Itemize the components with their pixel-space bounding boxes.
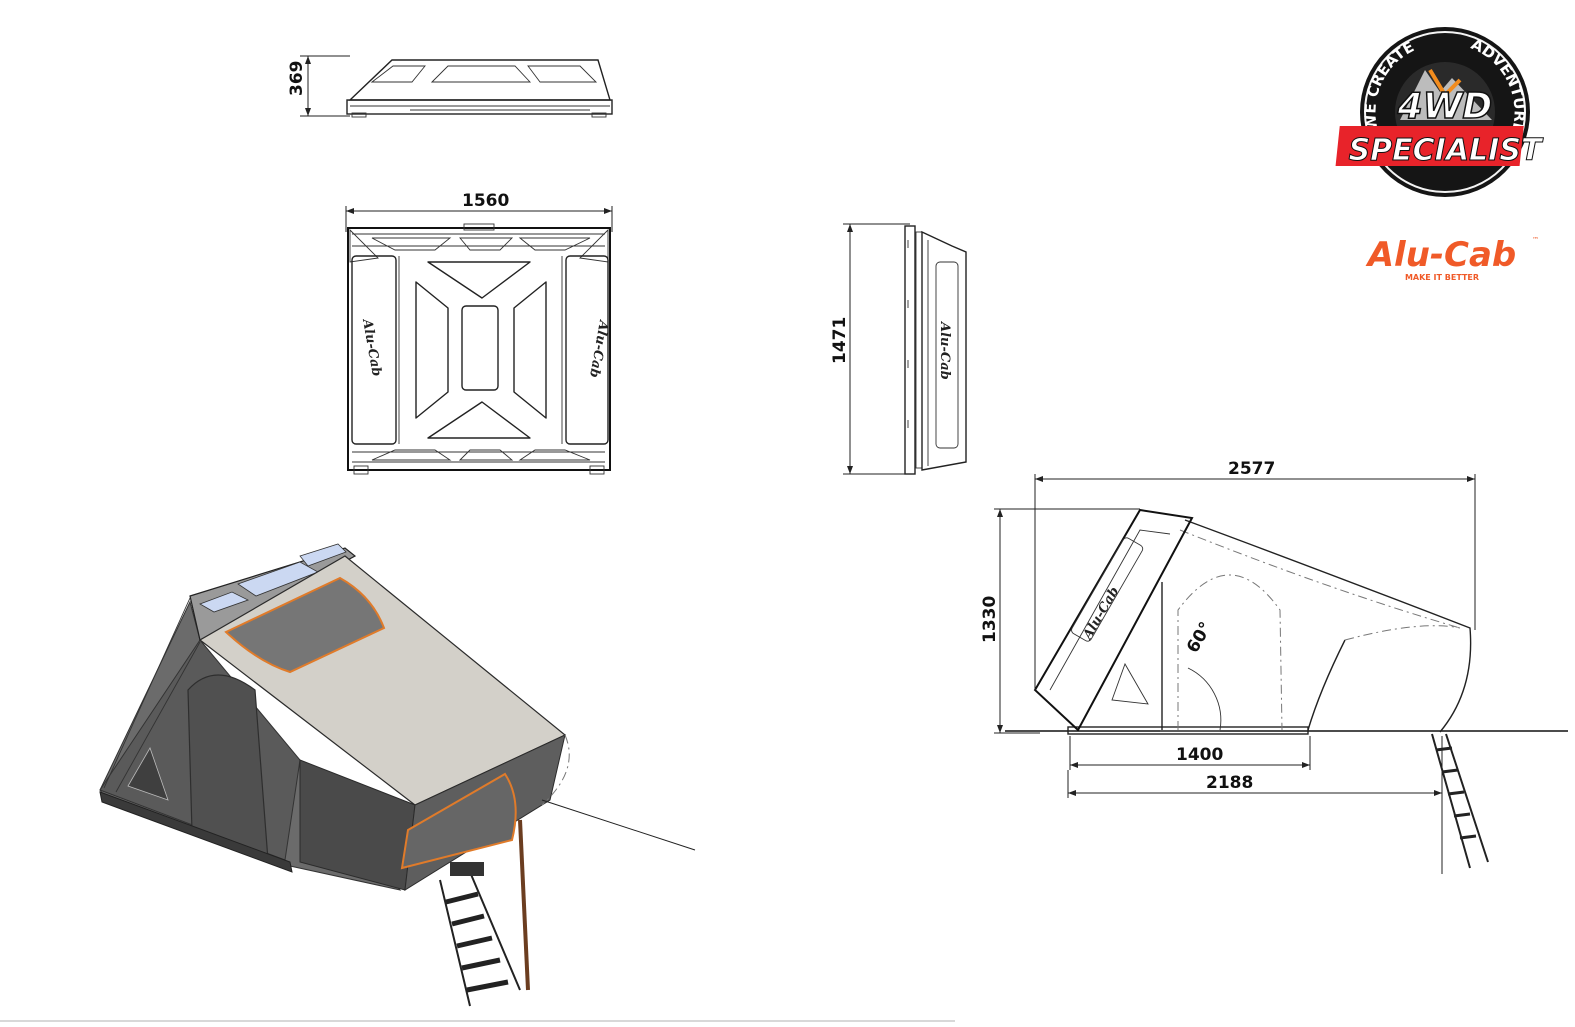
iso-ladder	[439, 819, 530, 1007]
dimension-369: 369	[287, 55, 350, 117]
dimension-2577: 2577	[1034, 459, 1476, 690]
angle-label-60: 60°	[1183, 619, 1216, 657]
badge-sub-text: SPECIALIST	[1349, 133, 1544, 168]
alucab-trademark: ™	[1532, 236, 1539, 244]
dimension-1400: 1400	[1069, 736, 1311, 770]
end-elevation-view: Alu-Cab	[904, 225, 967, 475]
panel-logo-left: Alu-Cab	[359, 316, 384, 377]
dim-label-1330: 1330	[980, 596, 1000, 643]
dimension-1330: 1330	[980, 508, 1140, 734]
isometric-open-tent	[99, 543, 696, 1007]
dim-label-2188: 2188	[1206, 773, 1253, 793]
dimension-2188: 2188	[1067, 736, 1443, 874]
alucab-wordmark: Alu-Cab	[1365, 235, 1517, 275]
dim-label-1400: 1400	[1176, 745, 1223, 765]
side-view-logo: Alu-Cab	[1079, 585, 1122, 644]
dim-label-2577: 2577	[1228, 459, 1275, 479]
open-side-view: Alu-Cab 60°	[1005, 508, 1568, 869]
dim-label-1560: 1560	[462, 191, 509, 211]
dimension-1471: 1471	[830, 223, 910, 475]
end-view-logo: Alu-Cab	[937, 320, 952, 380]
alu-cab-logo: Alu-Cab ™ MAKE IT BETTER	[1365, 235, 1539, 282]
badge-main-text: 4WD	[1397, 86, 1493, 127]
plan-view: Alu-Cab Alu-Cab	[347, 223, 611, 475]
dim-label-1471: 1471	[830, 317, 850, 364]
closed-elevation-view	[346, 59, 613, 118]
dimension-1560: 1560	[345, 191, 613, 232]
4wd-specialist-badge: WE CREATE ADVENTURE 4WD SPECIALIST	[1335, 27, 1544, 197]
dim-label-369: 369	[287, 61, 307, 97]
alucab-tagline: MAKE IT BETTER	[1405, 273, 1479, 282]
